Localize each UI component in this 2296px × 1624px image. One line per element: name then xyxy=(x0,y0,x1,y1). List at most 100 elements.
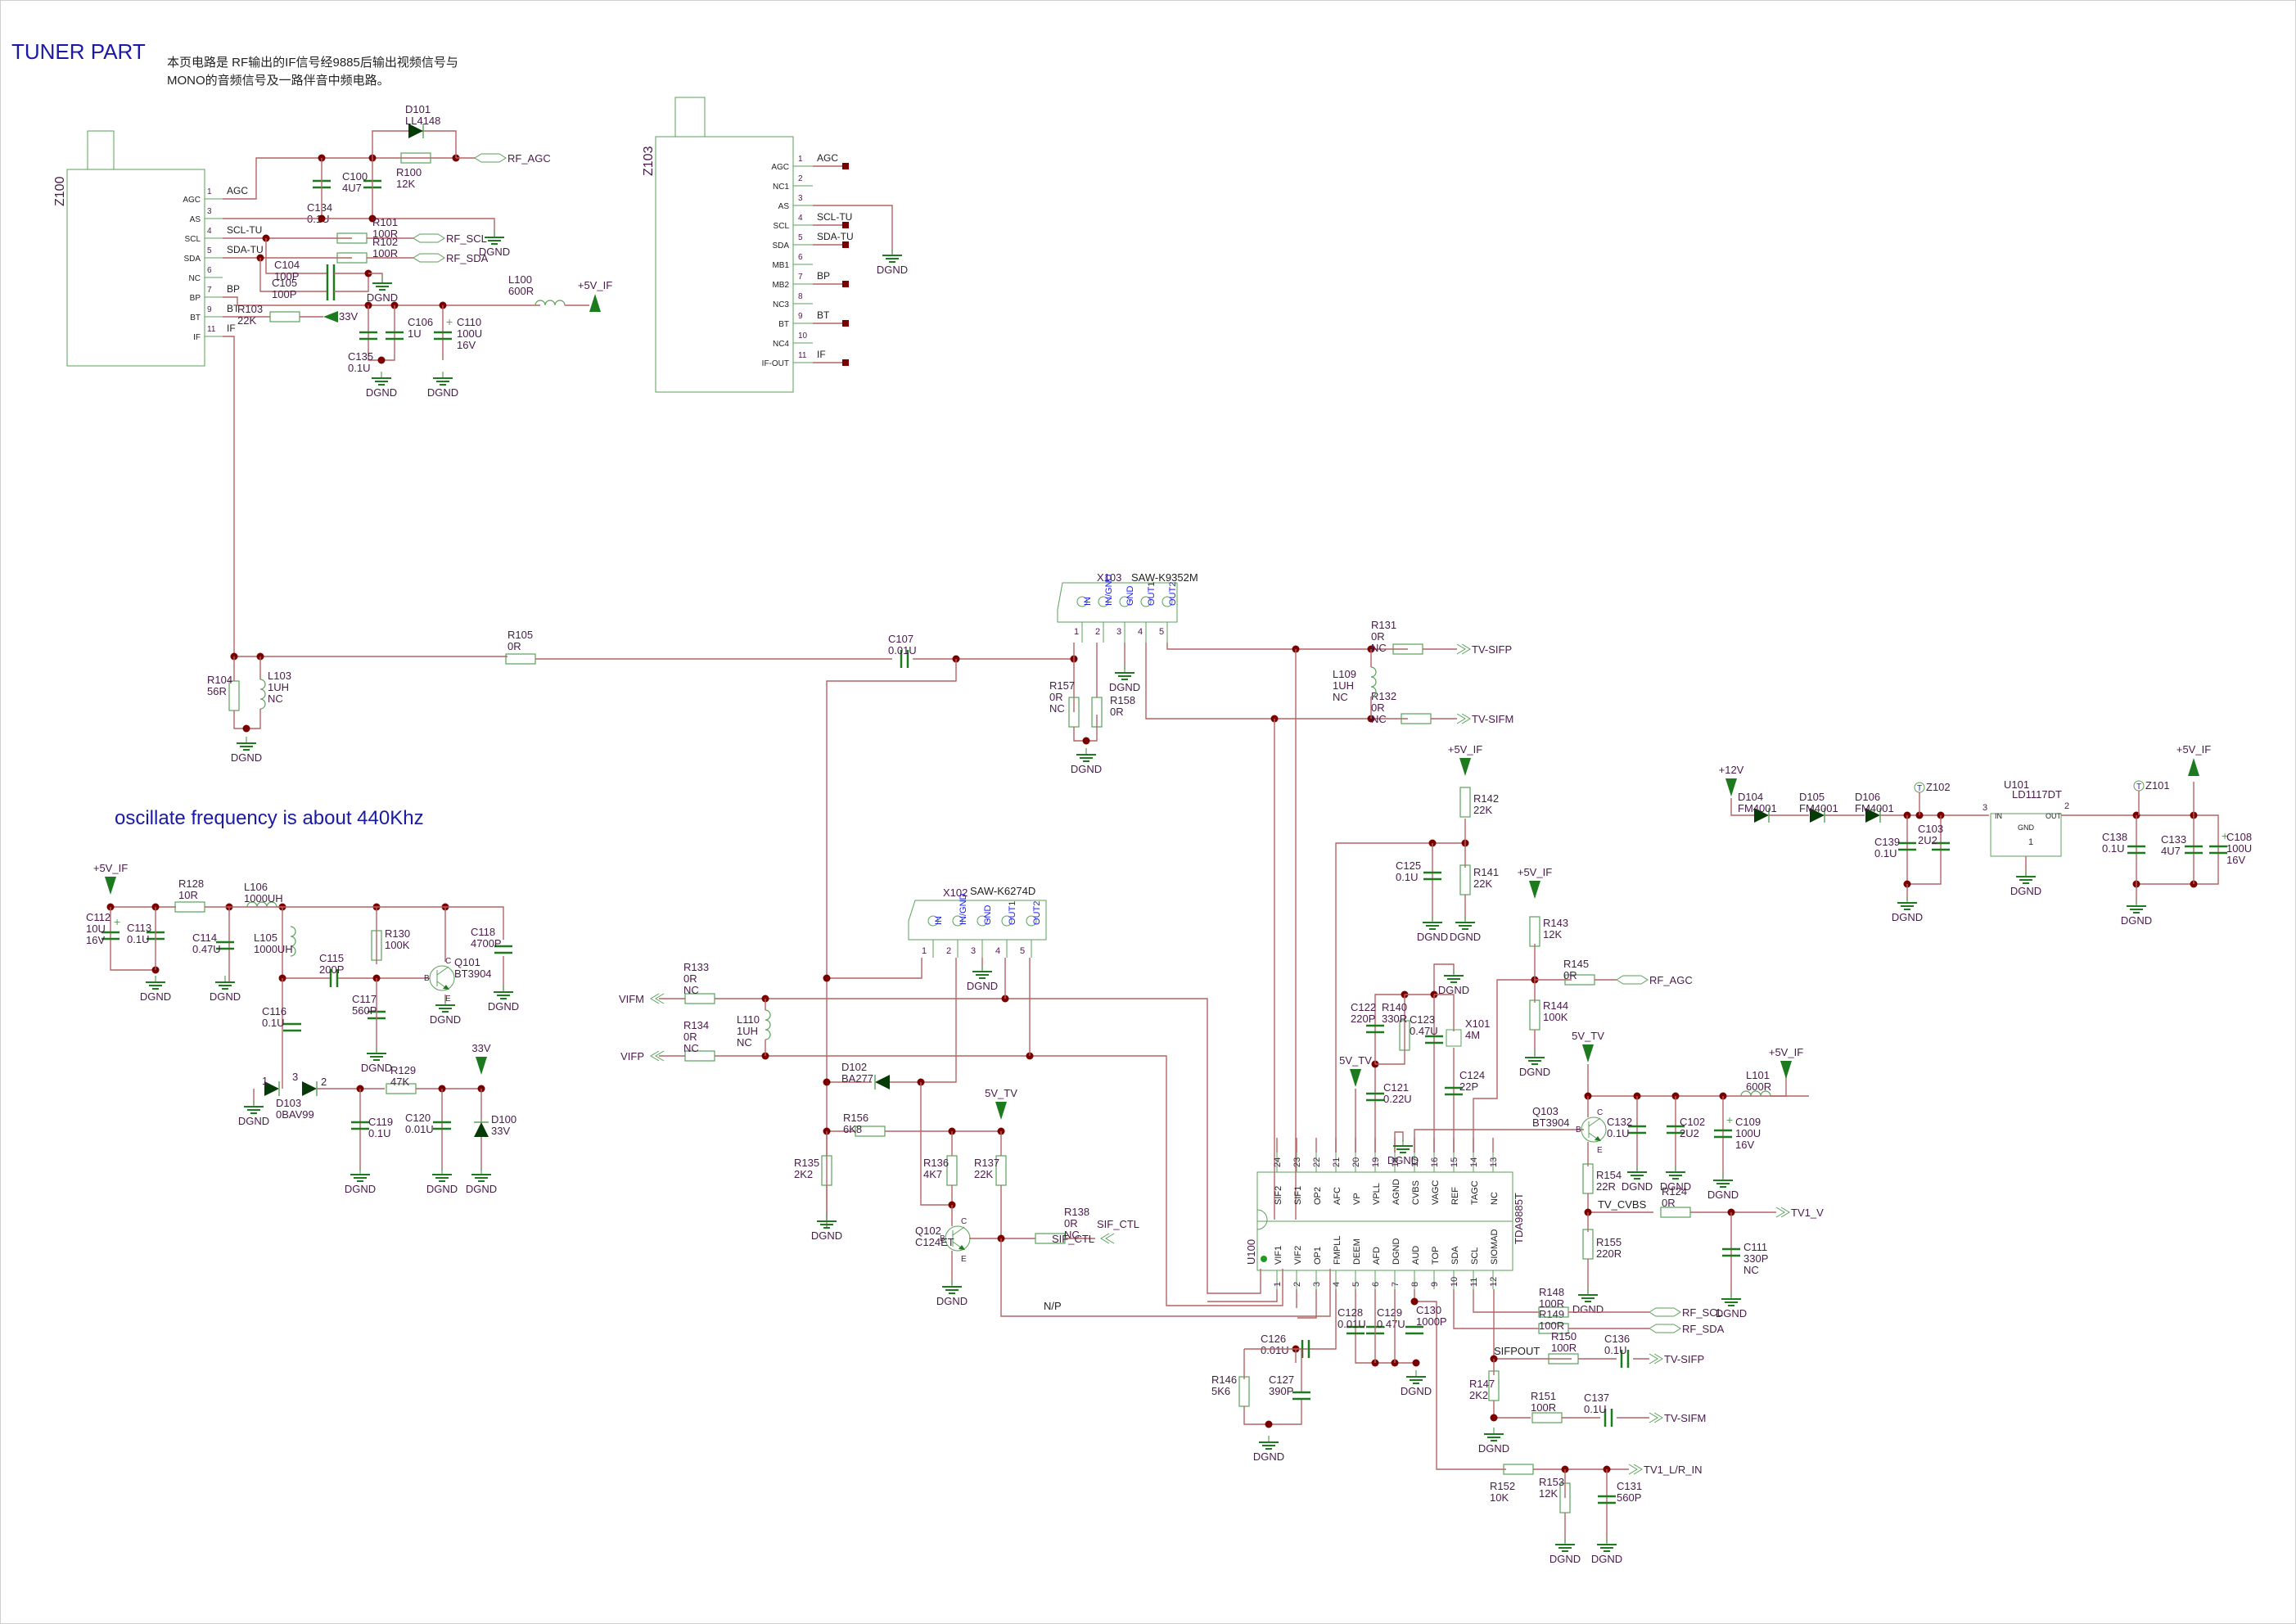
ground-icon xyxy=(237,737,256,751)
resistor-r142 xyxy=(1459,787,1471,818)
ic-u100-part: TDA9885T xyxy=(1513,1193,1525,1244)
component-value-r133: 0R xyxy=(683,972,697,985)
component-ref-r132: R132 xyxy=(1371,690,1396,702)
ic-pin-num: 5 xyxy=(1351,1282,1361,1287)
port-label: SIF_CTL xyxy=(1097,1218,1139,1230)
diode-triangle-icon xyxy=(875,1075,890,1089)
ground-label: DGND xyxy=(426,1183,458,1195)
ground-label: DGND xyxy=(1572,1303,1604,1315)
capacitor-c124 xyxy=(1445,1086,1463,1096)
power-arrow-shape xyxy=(1529,881,1540,899)
ic-pin-name: FMPLL xyxy=(1333,1236,1342,1265)
inductor-l109 xyxy=(1370,666,1377,697)
power-label: +5V_IF xyxy=(1518,866,1552,878)
port-label: RF_SCL xyxy=(446,232,487,245)
component-ref-r105: R105 xyxy=(507,629,533,641)
ic-pin-name: VAGC xyxy=(1431,1180,1441,1205)
wire xyxy=(1473,1289,1539,1313)
ic-pin-name: SIF1 xyxy=(1293,1186,1303,1205)
ground-label: DGND xyxy=(1071,763,1102,775)
tuner-z103-pin-num: 1 xyxy=(798,155,803,164)
component-value-l105: 1000UH xyxy=(254,943,293,955)
ic-pin-name: OP2 xyxy=(1313,1187,1323,1205)
component-ref-r150: R150 xyxy=(1551,1330,1577,1342)
saw-pin-circle xyxy=(1001,915,1013,927)
net-label: SCL-TU xyxy=(817,211,852,223)
ic-pin-name: VPLL xyxy=(1372,1183,1382,1205)
component-value-r130: 100K xyxy=(385,939,410,951)
port-hex-icon xyxy=(413,253,445,263)
component-ref-r101: R101 xyxy=(372,216,398,228)
tuner-z103-pin-num: 10 xyxy=(798,332,808,341)
component-value-r149: 100R xyxy=(1539,1320,1564,1332)
component-value-r100: 12K xyxy=(396,178,415,190)
capacitor-c109: + xyxy=(1714,1113,1733,1139)
component-value-q103: BT3904 xyxy=(1532,1116,1570,1129)
component-value-r154: 22R xyxy=(1596,1180,1616,1193)
inductor-l110 xyxy=(765,1009,771,1040)
component-ref-l109: L109 xyxy=(1333,668,1356,680)
net-label: BP xyxy=(227,283,240,295)
component-ref-r141: R141 xyxy=(1473,866,1499,878)
oscillator-note: oscillate frequency is about 440Khz xyxy=(115,807,424,829)
emitter-arrow-icon xyxy=(443,985,449,990)
pin-c: C xyxy=(961,1217,967,1226)
component-value-c121: 0.22U xyxy=(1383,1093,1412,1105)
component-ref-r124: R124 xyxy=(1662,1185,1687,1198)
ic-pin-num: 4 xyxy=(1332,1282,1342,1287)
saw-pin-circle xyxy=(1119,596,1130,607)
resistor-body xyxy=(505,653,536,665)
net-port-tv-sifp xyxy=(1649,1353,1663,1365)
tuner-z103-connector xyxy=(674,97,706,138)
component-value-d104: FM4001 xyxy=(1738,802,1777,814)
port-chevron-icon xyxy=(1649,1353,1658,1365)
net-port-rf-agc xyxy=(1616,975,1649,985)
component-ref-c100: C100 xyxy=(342,170,368,183)
component-value-r157: 0R xyxy=(1049,691,1063,703)
ic-pin-num: 17 xyxy=(1410,1157,1420,1167)
component-value-c119: 0.1U xyxy=(368,1127,390,1139)
component-ref-c122: C122 xyxy=(1351,1001,1376,1013)
wire xyxy=(1473,979,1535,1153)
ground-label: DGND xyxy=(1892,911,1923,923)
component-ref-c134: C134 xyxy=(307,201,332,214)
inductor-l101 xyxy=(1740,1090,1771,1097)
power-arrow-shape xyxy=(995,1102,1007,1120)
component-ref-c120: C120 xyxy=(405,1112,431,1124)
component-value-r105: 0R xyxy=(507,640,521,652)
pin-num: 1 xyxy=(262,1075,268,1087)
net-label: BP xyxy=(817,270,830,282)
wire xyxy=(1453,1289,1539,1329)
ic-pin-num: 13 xyxy=(1489,1157,1499,1167)
ground-label: DGND xyxy=(1716,1307,1747,1320)
component-value-r124: 0R xyxy=(1662,1197,1676,1209)
component-ref-r134: R134 xyxy=(683,1019,709,1031)
component-value-d101: LL4148 xyxy=(405,115,440,127)
tuner-z100-pin-name: AS xyxy=(190,215,201,224)
tuner-z100-pin-num: 3 xyxy=(207,207,212,216)
diode-triangle-icon xyxy=(302,1081,317,1096)
component-ref-c123: C123 xyxy=(1410,1013,1435,1026)
capacitor-c128 xyxy=(1346,1325,1365,1335)
ground-icon xyxy=(1423,916,1442,930)
ground-icon xyxy=(972,965,992,979)
test-point-glyph: T xyxy=(2136,783,2141,792)
pin-b: B xyxy=(940,1234,945,1243)
transistor-q103 xyxy=(1581,1116,1607,1143)
wire xyxy=(334,273,369,292)
component-value-l110: 1UH xyxy=(737,1025,758,1037)
component-ref-r148: R148 xyxy=(1539,1286,1564,1298)
port-label: VIFM xyxy=(619,993,644,1005)
saw-x103-pin-num: 2 xyxy=(1095,627,1100,637)
ic-pin-num: 1 xyxy=(1273,1282,1283,1287)
component-ref-c121: C121 xyxy=(1383,1081,1409,1094)
test-point-ref: Z101 xyxy=(2145,779,2170,792)
component-ref-c126: C126 xyxy=(1261,1333,1286,1345)
component-ref-c137: C137 xyxy=(1584,1392,1609,1404)
port-chevron-icon xyxy=(655,1050,665,1062)
ic-notch xyxy=(1256,1209,1268,1230)
pin-c: C xyxy=(1597,1108,1603,1117)
ground-icon xyxy=(367,1047,386,1061)
port-chevron-icon xyxy=(1775,1207,1785,1218)
